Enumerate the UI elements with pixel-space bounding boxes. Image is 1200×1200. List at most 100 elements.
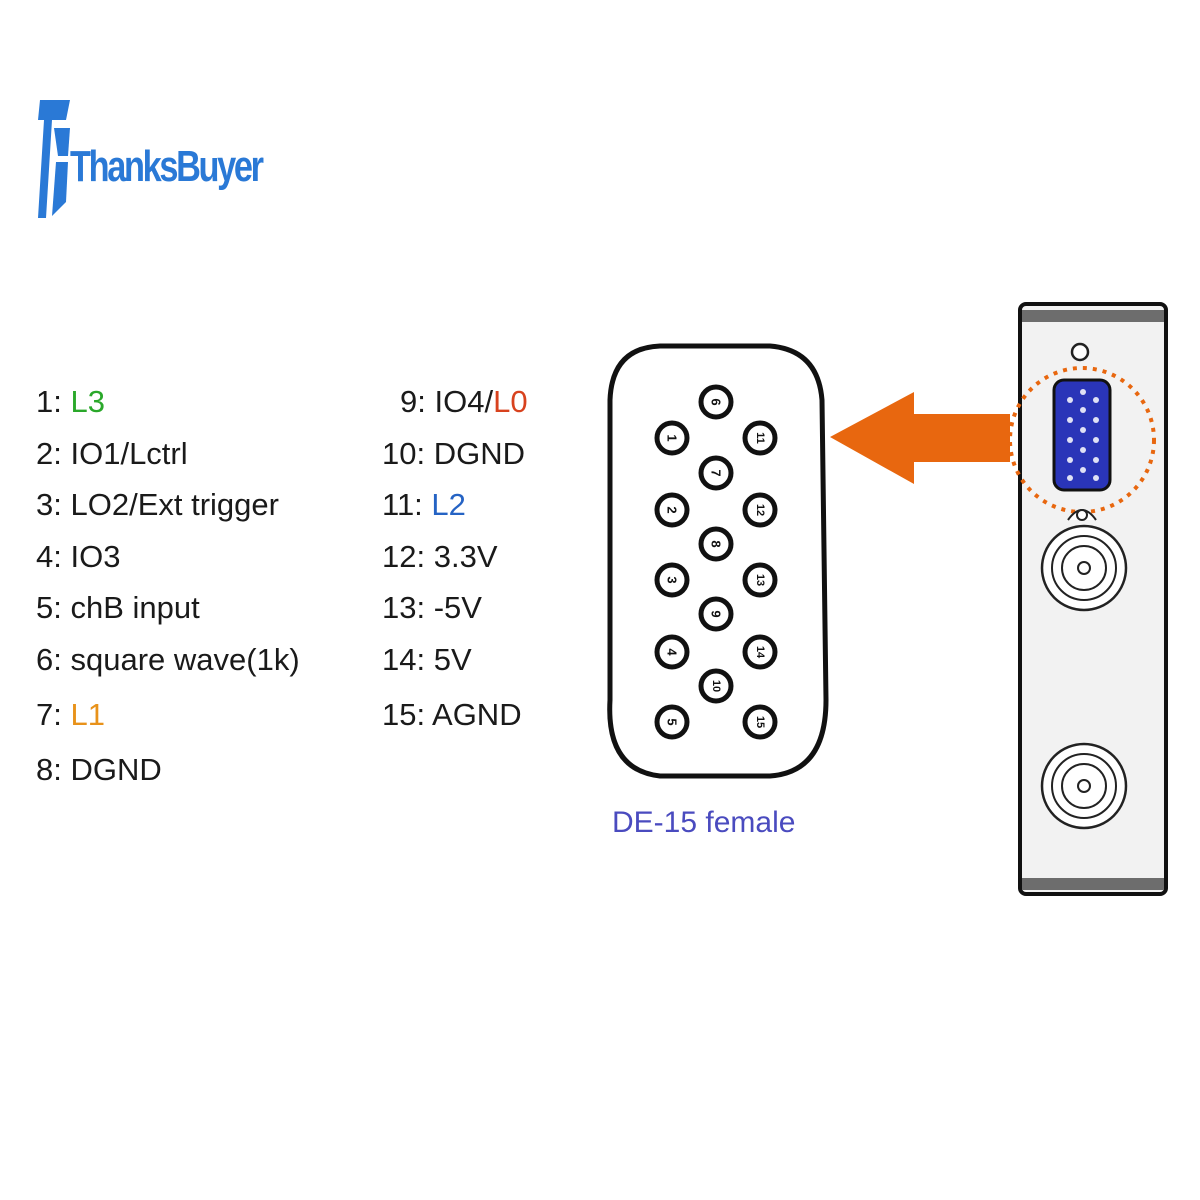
pin-function: square wave(1k) (70, 642, 300, 677)
connector-pin-label: 15 (754, 716, 766, 728)
vga-hole (1080, 427, 1086, 433)
connector-caption: DE-15 female (612, 806, 796, 839)
pin-number: 15: (382, 697, 426, 732)
pin-number: 1: (36, 384, 62, 419)
pin-entry-14: 14: 5V (382, 642, 472, 678)
pin-number: 14: (382, 642, 426, 677)
pin-entry-9: 9: IO4/L0 (400, 384, 528, 420)
connector-pin-label: 5 (665, 718, 680, 725)
pin-function-highlight: L2 (431, 487, 466, 522)
vga-hole (1093, 457, 1099, 463)
pin-function: DGND (70, 752, 162, 787)
pin-number: 8: (36, 752, 62, 787)
connector-pin-label: 7 (709, 469, 724, 476)
pin-number: 13: (382, 590, 426, 625)
connector-pin-label: 6 (709, 398, 724, 405)
device-body (1008, 302, 1168, 896)
connector-pin-4 (654, 634, 690, 670)
connector-pin-11 (742, 420, 778, 456)
pin-entry-15: 15: AGND (382, 697, 522, 733)
pin-number: 9: (400, 384, 426, 419)
connector-pin-10 (698, 668, 734, 704)
pin-function: AGND (432, 697, 522, 732)
pin-function-highlight: L0 (493, 384, 528, 419)
connector-pin-label: 9 (709, 610, 724, 617)
pin-entry-5: 5: chB input (36, 590, 200, 626)
vga-hole (1067, 457, 1073, 463)
vga-hole (1067, 437, 1073, 443)
pin-entry-7: 7: L1 (36, 697, 105, 733)
pin-entry-3: 3: LO2/Ext trigger (36, 487, 279, 523)
orange-arrow-icon (830, 392, 1010, 484)
pin-function-highlight: L3 (70, 384, 105, 419)
connector-pin-2 (654, 492, 690, 528)
brand-logo: ThanksBuyer (36, 98, 264, 220)
pin-function: DGND (433, 436, 526, 471)
connector-pin-3 (654, 562, 690, 598)
pin-number: 7: (36, 697, 62, 732)
connector-pin-9 (698, 596, 734, 632)
bnc-connector-icon (1040, 509, 1128, 612)
pin-function: LO2/Ext trigger (70, 487, 279, 522)
connector-pin-label: 14 (754, 646, 766, 659)
vga-hole (1080, 467, 1086, 473)
vga-hole (1080, 447, 1086, 453)
connector-pin-8 (698, 526, 734, 562)
connector-pin-14 (742, 634, 778, 670)
bnc-connector-icon (1040, 742, 1128, 830)
connector-pin-13 (742, 562, 778, 598)
pin-function: chB input (70, 590, 200, 625)
pin-entry-12: 12: 3.3V (382, 539, 498, 575)
connector-pin-15 (742, 704, 778, 740)
connector-pin-label: 2 (665, 506, 680, 513)
pin-entry-13: 13: -5V (382, 590, 482, 626)
pin-function: 5V (433, 642, 472, 677)
connector-pin-1 (654, 420, 690, 456)
connector-pin-6 (698, 384, 734, 420)
pin-function: IO1/Lctrl (70, 436, 188, 471)
vga-hole (1067, 397, 1073, 403)
vga-hole (1080, 389, 1086, 395)
pin-entry-11: 11: L2 (382, 487, 466, 523)
pin-number: 12: (382, 539, 426, 574)
connector-pin-label: 4 (665, 648, 680, 656)
pin-entry-2: 2: IO1/Lctrl (36, 436, 188, 472)
connector-pin-label: 3 (665, 576, 680, 583)
connector-pin-label: 12 (754, 504, 766, 516)
vga-hole (1080, 407, 1086, 413)
pin-function: 3.3V (433, 539, 498, 574)
pin-number: 3: (36, 487, 62, 522)
pin-number: 11: (382, 487, 423, 522)
pin-entry-10: 10: DGND (382, 436, 525, 472)
vga-port (1052, 378, 1112, 492)
connector-pin-label: 10 (710, 680, 722, 692)
logo-mark-icon (38, 100, 70, 218)
connector-pin-label: 8 (709, 540, 724, 547)
connector-pin-label: 1 (665, 434, 680, 441)
pin-function: -5V (433, 590, 482, 625)
pin-function: IO4/ (434, 384, 494, 419)
connector-pin-label: 11 (754, 432, 766, 444)
pin-number: 10: (382, 436, 426, 471)
pin-function-highlight: L1 (70, 697, 105, 732)
pin-function: IO3 (70, 539, 121, 574)
pin-entry-6: 6: square wave(1k) (36, 642, 300, 678)
vga-hole (1093, 397, 1099, 403)
connector-pin-12 (742, 492, 778, 528)
pin-number: 2: (36, 436, 62, 471)
vga-hole (1093, 417, 1099, 423)
connector-pin-5 (654, 704, 690, 740)
vga-port-holes (1067, 389, 1099, 481)
vga-hole (1067, 475, 1073, 481)
vga-hole (1093, 475, 1099, 481)
pin-number: 5: (36, 590, 62, 625)
connector-pin-label: 13 (754, 574, 766, 586)
brand-name: ThanksBuyer (70, 142, 264, 191)
pin-entry-4: 4: IO3 (36, 539, 120, 575)
pin-entry-1: 1: L3 (36, 384, 105, 420)
pin-number: 6: (36, 642, 62, 677)
connector-pin-7 (698, 455, 734, 491)
vga-hole (1067, 417, 1073, 423)
